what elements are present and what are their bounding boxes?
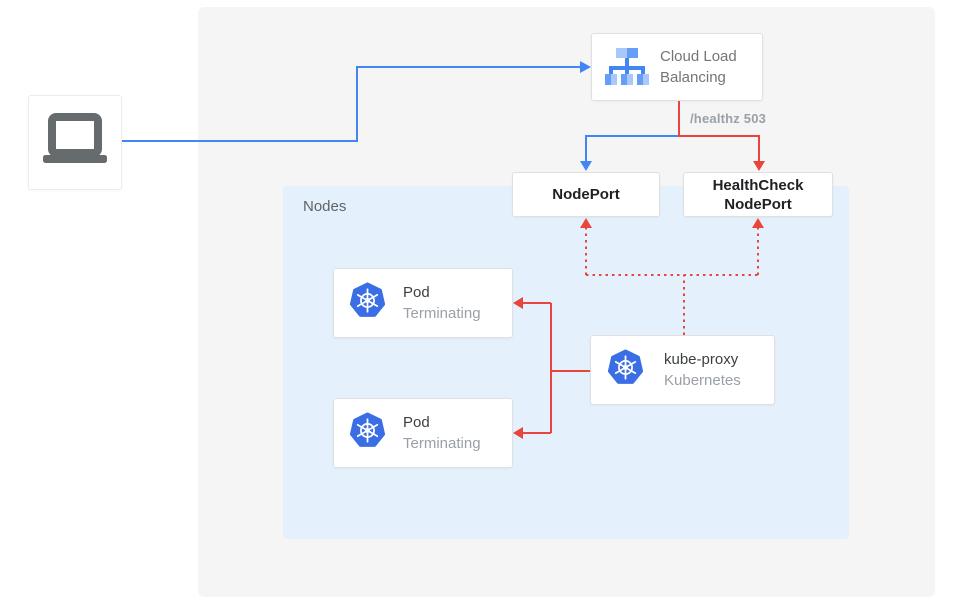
pod-title: Pod — [403, 414, 430, 431]
pod-status: Terminating — [403, 435, 481, 452]
kube-proxy-title: kube-proxy — [664, 351, 739, 368]
healthcheck-nodeport-node: HealthCheck NodePort — [683, 172, 833, 217]
cloud-load-balancing-icon — [604, 45, 650, 90]
kubernetes-icon — [349, 282, 386, 324]
kubernetes-icon — [607, 349, 644, 391]
cloud-load-balancing-node: Cloud Load Balancing — [591, 33, 763, 101]
pod-node-1: Pod Terminating — [333, 268, 513, 338]
healthz-status-label: /healthz 503 — [690, 111, 767, 126]
pod-status: Terminating — [403, 305, 481, 322]
nodes-label: Nodes — [303, 198, 347, 215]
cloud-load-balancing-label: Cloud Load Balancing — [660, 48, 737, 86]
kube-proxy-node: kube-proxy Kubernetes — [590, 335, 775, 405]
kubernetes-icon — [349, 412, 386, 454]
client-node — [28, 95, 122, 190]
healthcheck-nodeport-label: HealthCheck NodePort — [712, 176, 804, 213]
nodeport-node: NodePort — [512, 172, 660, 217]
pod-node-2: Pod Terminating — [333, 398, 513, 468]
nodeport-label: NodePort — [552, 186, 620, 203]
pod-title: Pod — [403, 284, 430, 301]
kube-proxy-subtitle: Kubernetes — [664, 372, 741, 389]
laptop-icon — [42, 112, 108, 173]
